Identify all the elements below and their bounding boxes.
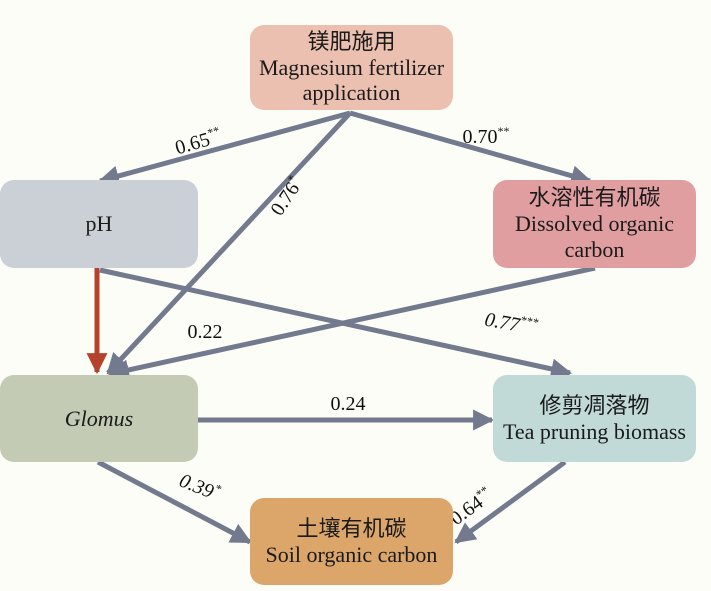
node-en-label: application (302, 80, 401, 106)
node-magnesium-fertilizer: 镁肥施用 Magnesium fertilizer application (250, 25, 453, 110)
edge-mg-doc (349, 110, 593, 186)
significance-marker: ** (206, 123, 221, 140)
node-zh-label: 镁肥施用 (307, 28, 396, 54)
path-coefficient: 0.70 (463, 126, 498, 148)
significance-marker: ** (498, 124, 510, 138)
node-zh-label: 水溶性有机碳 (528, 185, 661, 211)
edge-doc-glo (107, 265, 596, 381)
node-ph: pH (0, 180, 198, 268)
edge-label-glo-soc: 0.39* (176, 468, 223, 506)
node-en-label: carbon (564, 236, 625, 262)
node-en-label: Tea pruning biomass (503, 418, 686, 444)
edge-label-doc-glo: 0.22 (188, 321, 223, 343)
edge-label-mg-doc: 0.70** (463, 124, 510, 148)
node-dissolved-organic-carbon: 水溶性有机碳 Dissolved organic carbon (493, 180, 696, 268)
edge-glo-soc (96, 459, 252, 545)
node-zh-label: 修剪凋落物 (539, 392, 650, 418)
edge-mg-glo (106, 111, 352, 375)
path-coefficient: 0.22 (188, 321, 223, 343)
edge-label-ph-tea: 0.77*** (483, 307, 539, 340)
path-coefficient: 0.77 (483, 309, 522, 337)
edge-label-glo-tea: 0.24 (331, 393, 366, 415)
node-tea-pruning-biomass: 修剪凋落物 Tea pruning biomass (493, 375, 696, 462)
path-coefficient: 0.39 (176, 470, 217, 504)
node-en-label: Soil organic carbon (265, 541, 438, 567)
node-soil-organic-carbon: 土壤有机碳 Soil organic carbon (250, 498, 453, 585)
edge-tea-soc (454, 459, 567, 545)
path-coefficient: 0.65 (173, 128, 213, 159)
edge-mg-ph (97, 110, 351, 187)
node-zh-label: 土壤有机碳 (296, 515, 407, 541)
node-glomus: Glomus (0, 375, 198, 462)
significance-marker: * (212, 481, 223, 496)
path-coefficient: 0.24 (331, 393, 366, 415)
node-en-label: Glomus (64, 405, 134, 431)
node-en-label: Magnesium fertilizer (258, 54, 445, 80)
path-coefficient: 0.76 (266, 178, 304, 219)
node-en-label: Dissolved organic (514, 211, 675, 237)
edge-ph-tea (99, 267, 573, 380)
node-en-label: pH (85, 211, 113, 237)
significance-marker: *** (519, 313, 539, 330)
